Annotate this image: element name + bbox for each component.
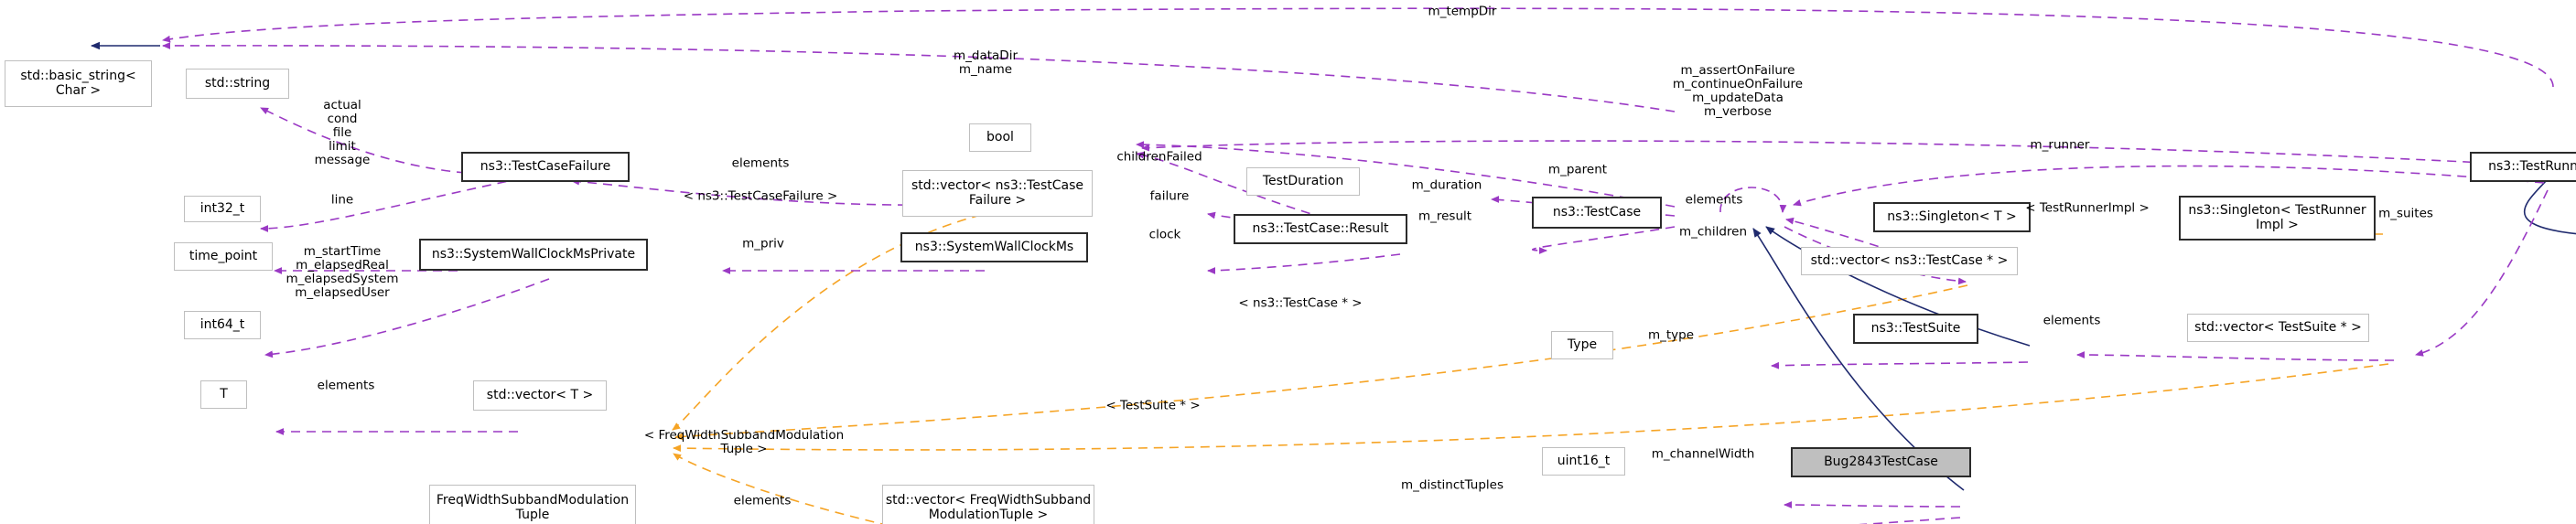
class-node-vec_tcfailure[interactable]: std::vector< ns3::TestCase Failure > (902, 170, 1093, 217)
class-node-vec_testsuite_ptr[interactable]: std::vector< TestSuite * > (2187, 314, 2369, 342)
class-node-std_string[interactable]: std::string (186, 69, 289, 99)
class-node-syswallprivate[interactable]: ns3::SystemWallClockMsPrivate (419, 239, 648, 271)
class-node-syswallclockms[interactable]: ns3::SystemWallClockMs (900, 232, 1088, 262)
class-node-singleton_testrunner[interactable]: ns3::Singleton< TestRunner Impl > (2179, 196, 2376, 241)
class-node-testrunnerimpl[interactable]: ns3::TestRunnerImpl (2470, 152, 2576, 182)
class-node-time_point[interactable]: time_point (174, 242, 273, 271)
class-node-vec_testcase_ptr[interactable]: std::vector< ns3::TestCase * > (1801, 247, 2018, 275)
class-node-T[interactable]: T (200, 380, 247, 409)
class-node-freqtuple[interactable]: FreqWidthSubbandModulation Tuple (429, 485, 636, 524)
class-node-int32_t[interactable]: int32_t (184, 196, 261, 222)
class-node-vector_T[interactable]: std::vector< T > (473, 380, 607, 411)
class-node-testduration[interactable]: TestDuration (1246, 167, 1360, 196)
class-node-bug2843[interactable]: Bug2843TestCase (1791, 447, 1971, 477)
class-node-testcasefailure[interactable]: ns3::TestCaseFailure (461, 152, 630, 182)
class-node-testcase[interactable]: ns3::TestCase (1532, 197, 1662, 229)
class-node-int64_t[interactable]: int64_t (184, 311, 261, 339)
class-node-basic_string[interactable]: std::basic_string< Char > (5, 60, 152, 107)
class-node-type[interactable]: Type (1551, 331, 1613, 359)
class-node-vec_freqtuple[interactable]: std::vector< FreqWidthSubband Modulation… (882, 485, 1094, 524)
class-node-uint16_t[interactable]: uint16_t (1542, 447, 1625, 476)
class-node-bool[interactable]: bool (969, 123, 1031, 152)
class-node-testsuite[interactable]: ns3::TestSuite (1853, 314, 1978, 344)
class-node-singleton_T[interactable]: ns3::Singleton< T > (1873, 202, 2031, 232)
class-node-testcase_result[interactable]: ns3::TestCase::Result (1234, 214, 1407, 244)
